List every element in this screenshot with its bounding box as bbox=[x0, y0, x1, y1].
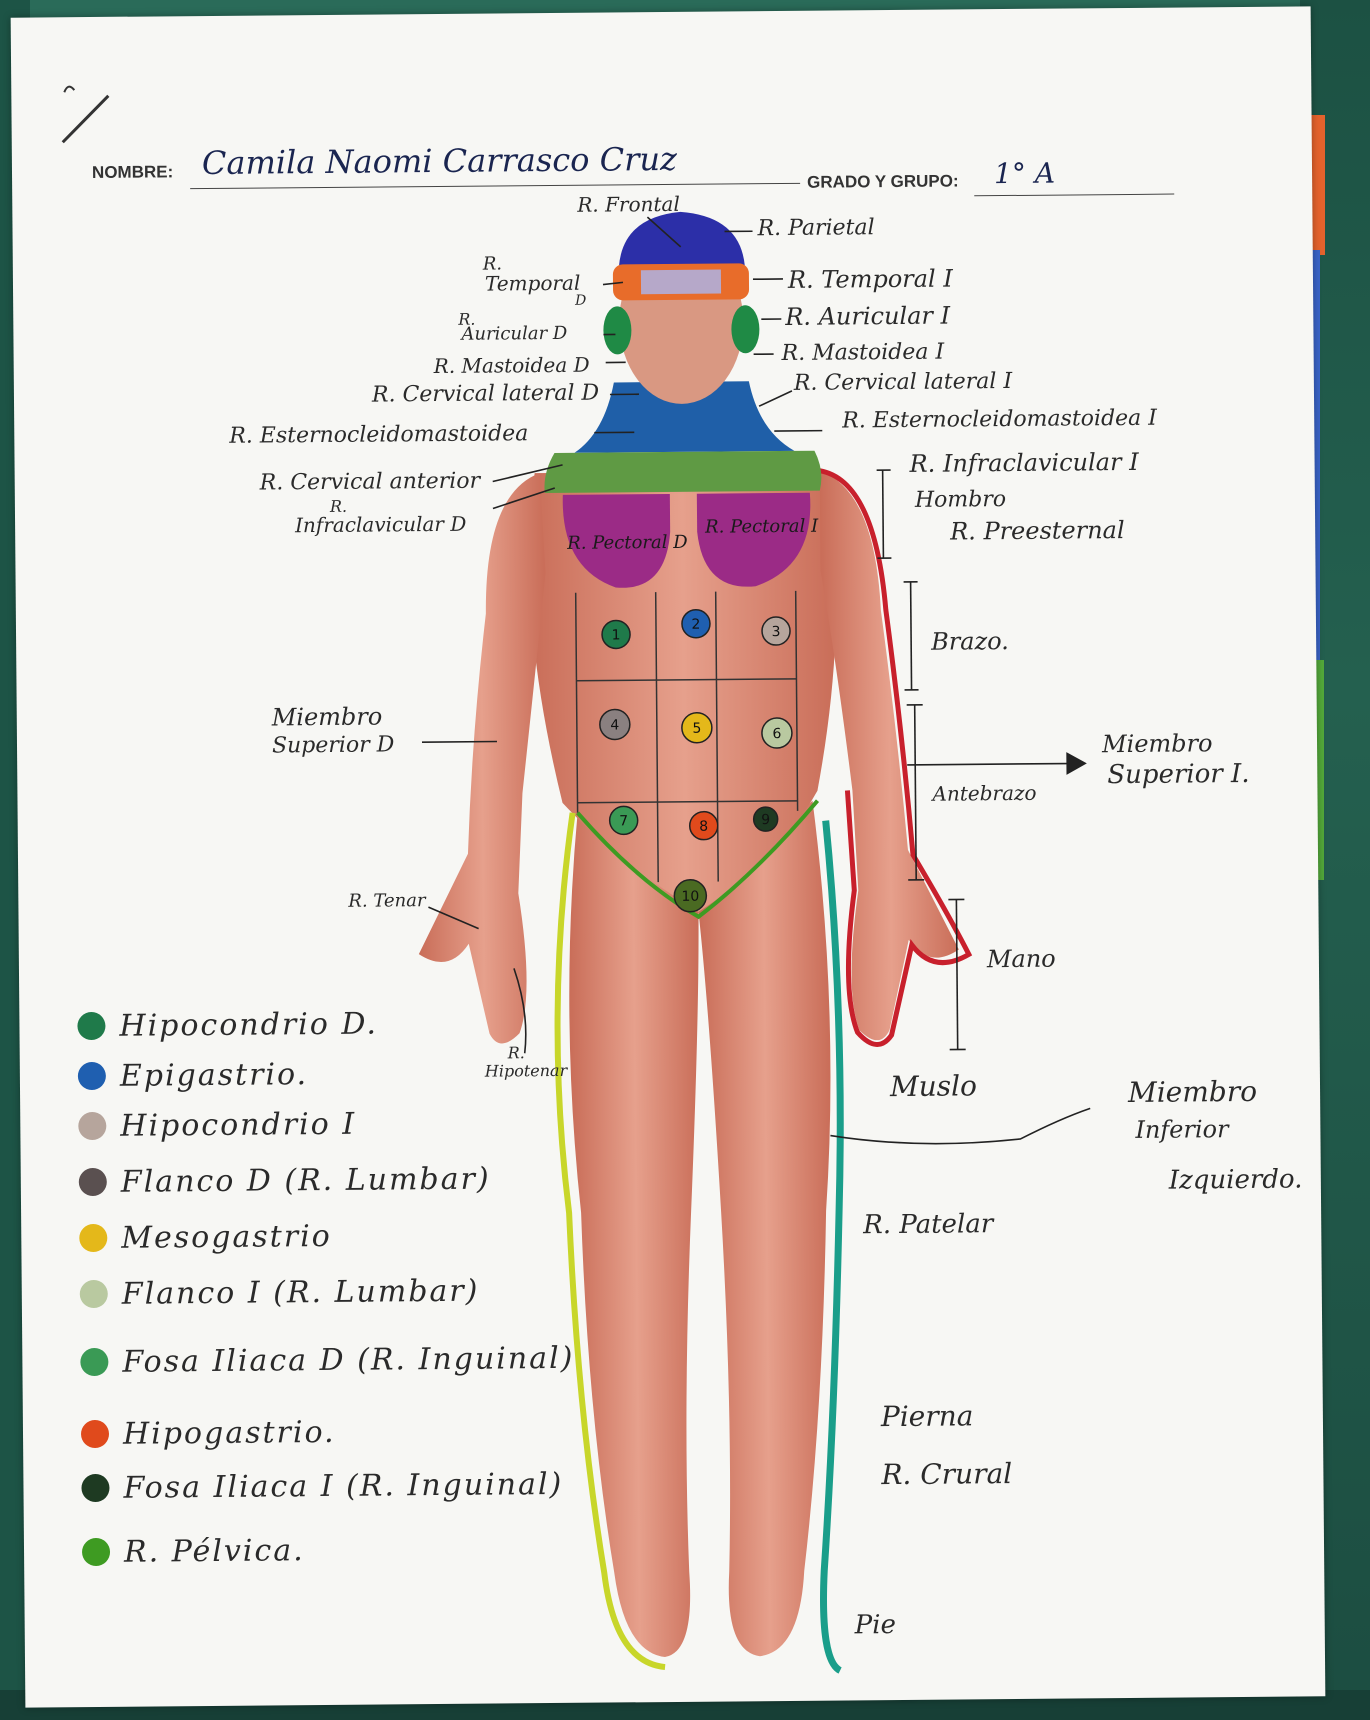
clavicular bbox=[544, 451, 821, 493]
legend-dot bbox=[79, 1168, 107, 1196]
abdomen-number-10: 10 bbox=[681, 889, 699, 905]
label-patelar: R. Patelar bbox=[863, 1209, 993, 1240]
legend-dot bbox=[79, 1224, 107, 1252]
abdomen-number-8: 8 bbox=[699, 819, 708, 835]
legend-label: Hipocondrio I bbox=[120, 1106, 356, 1143]
arm-right-side bbox=[415, 473, 550, 1044]
legend-label: Mesogastrio bbox=[121, 1218, 332, 1255]
label-mastoidea-d: R. Mastoidea D bbox=[434, 353, 590, 378]
label-miembro-sup-i-1: Miembro bbox=[1102, 729, 1213, 758]
legend-label: Fosa Iliaca I (R. Inguinal) bbox=[123, 1466, 563, 1505]
abdomen-number-3: 3 bbox=[772, 624, 781, 640]
label-cervical-lateral-d: R. Cervical lateral D bbox=[372, 381, 599, 408]
arm-left-side bbox=[820, 469, 960, 1040]
label-crural: R. Crural bbox=[881, 1457, 1012, 1491]
abdomen-number-6: 6 bbox=[772, 726, 781, 742]
legend-item: Hipocondrio D. bbox=[77, 1001, 378, 1050]
label-esterno-d: R. Esternocleidomastoidea bbox=[229, 421, 528, 449]
label-miembro-sup-i-2: Superior I. bbox=[1107, 759, 1249, 790]
legend-item: Fosa Iliaca D (R. Inguinal) bbox=[80, 1335, 574, 1385]
worksheet-paper: NOMBRE: Camila Naomi Carrasco Cruz GRADO… bbox=[11, 6, 1326, 1707]
label-tenar: R. Tenar bbox=[348, 890, 425, 912]
label-temporal-d-3: D bbox=[575, 293, 586, 309]
label-temporal-i: R. Temporal I bbox=[788, 264, 953, 293]
label-parietal: R. Parietal bbox=[757, 215, 874, 241]
label-miembro-inf-3: Izquierdo. bbox=[1169, 1164, 1303, 1195]
legend-dot bbox=[80, 1280, 108, 1308]
legend-label: Flanco I (R. Lumbar) bbox=[122, 1273, 480, 1311]
label-frontal: R. Frontal bbox=[577, 192, 680, 217]
label-miembro-sup-d-2: Superior D bbox=[272, 732, 395, 758]
legend-label: Fosa Iliaca D (R. Inguinal) bbox=[122, 1340, 574, 1379]
label-muslo: Muslo bbox=[890, 1069, 977, 1103]
label-infraclavicular-d-2: Infraclavicular D bbox=[295, 512, 466, 537]
label-cervical-anterior: R. Cervical anterior bbox=[260, 469, 481, 496]
legend-dot bbox=[77, 1012, 105, 1040]
legend-item: Fosa Iliaca I (R. Inguinal) bbox=[81, 1461, 563, 1511]
label-auricular-d-2: Auricular D bbox=[461, 323, 567, 345]
legend-dot bbox=[82, 1538, 110, 1566]
label-pie: Pie bbox=[855, 1610, 896, 1640]
legend-dot bbox=[78, 1062, 106, 1090]
label-pierna: Pierna bbox=[881, 1399, 974, 1433]
legend-dot bbox=[81, 1420, 109, 1448]
label-pectoral-i: R. Pectoral I bbox=[705, 516, 818, 538]
legend-dot bbox=[80, 1348, 108, 1376]
label-mano: Mano bbox=[987, 945, 1056, 974]
left-leg bbox=[568, 812, 705, 1658]
legend-label: Hipogastrio. bbox=[123, 1414, 336, 1451]
label-temporal-d-2: Temporal bbox=[485, 271, 581, 296]
legend-item: Epigastrio. bbox=[78, 1051, 309, 1099]
label-antebrazo: Antebrazo bbox=[932, 781, 1036, 806]
legend-label: Flanco D (R. Lumbar) bbox=[121, 1161, 491, 1199]
legend-dot bbox=[81, 1474, 109, 1502]
abdomen-number-1: 1 bbox=[612, 627, 621, 643]
legend-label: Epigastrio. bbox=[120, 1057, 309, 1094]
abdomen-number-4: 4 bbox=[610, 717, 619, 733]
label-preesternal: R. Preesternal bbox=[950, 516, 1125, 546]
label-miembro-inf-2: Inferior bbox=[1135, 1115, 1228, 1144]
legend-item: Flanco I (R. Lumbar) bbox=[80, 1268, 480, 1317]
label-infraclavicular-i: R. Infraclavicular I bbox=[909, 448, 1138, 478]
legend-item: R. Pélvica. bbox=[82, 1527, 305, 1575]
legend-item: Mesogastrio bbox=[79, 1213, 332, 1261]
label-esterno-i: R. Esternocleidomastoidea I bbox=[842, 406, 1157, 434]
label-auricular-i: R. Auricular I bbox=[785, 302, 950, 331]
legend-dot bbox=[78, 1112, 106, 1140]
legend-item: Flanco D (R. Lumbar) bbox=[79, 1156, 491, 1206]
abdomen-number-5: 5 bbox=[692, 721, 701, 737]
label-hipotenar-1: R. bbox=[508, 1043, 525, 1062]
legend-label: R. Pélvica. bbox=[124, 1533, 305, 1570]
legend-item: Hipocondrio I bbox=[78, 1101, 356, 1149]
label-brazo: Brazo. bbox=[931, 627, 1009, 656]
label-miembro-sup-d-1: Miembro bbox=[272, 702, 383, 731]
legend-item: Hipogastrio. bbox=[81, 1409, 336, 1457]
legend-label: Hipocondrio D. bbox=[119, 1006, 378, 1043]
label-miembro-inf-1: Miembro bbox=[1128, 1075, 1257, 1109]
abdomen-number-9: 9 bbox=[761, 812, 770, 828]
frontal-region bbox=[618, 211, 744, 267]
label-pectoral-d: R. Pectoral D bbox=[567, 532, 688, 554]
abdomen-number-7: 7 bbox=[619, 813, 628, 829]
label-hipotenar-2: Hipotenar bbox=[485, 1061, 568, 1081]
label-hombro: Hombro bbox=[915, 487, 1006, 513]
abdomen-number-2: 2 bbox=[691, 617, 700, 633]
label-mastoidea-i: R. Mastoidea I bbox=[782, 340, 945, 366]
right-leg bbox=[698, 801, 836, 1657]
label-cervical-lateral-i: R. Cervical lateral I bbox=[794, 369, 1012, 396]
